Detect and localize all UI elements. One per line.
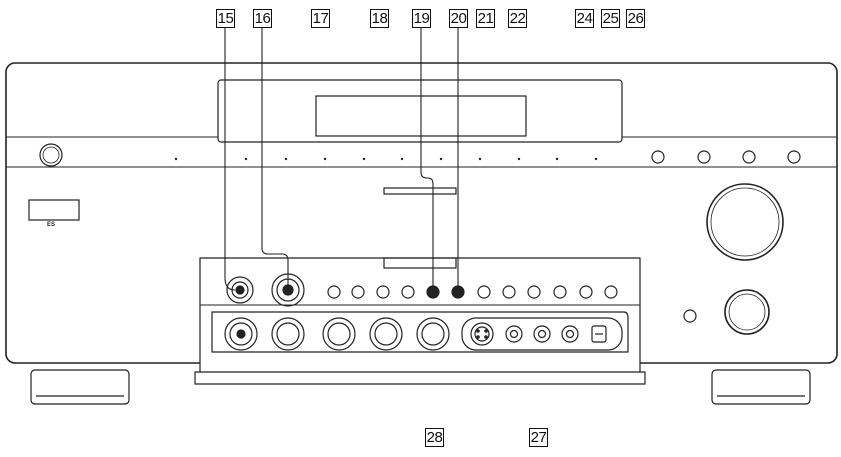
input-button-3[interactable] xyxy=(376,285,390,299)
callout-25: 25 xyxy=(601,9,620,28)
rca-jack-2[interactable] xyxy=(533,325,551,343)
indicator-dots xyxy=(174,157,598,161)
upper-button-4[interactable] xyxy=(787,150,801,164)
input-button-12[interactable] xyxy=(604,285,618,299)
indicator-dot-11 xyxy=(594,157,598,161)
input-button-2[interactable] xyxy=(351,285,365,299)
callout-20: 20 xyxy=(449,9,468,28)
indicator-dot-7 xyxy=(439,157,443,161)
master-volume-knob[interactable] xyxy=(706,183,784,261)
rca-jack-3[interactable] xyxy=(561,325,579,343)
callout-18: 18 xyxy=(370,9,389,28)
input-button-11[interactable] xyxy=(579,285,593,299)
front-jack-c[interactable] xyxy=(322,317,356,351)
upper-button-3[interactable] xyxy=(742,150,756,164)
upper-button-1[interactable] xyxy=(651,150,665,164)
s-video-jack[interactable] xyxy=(470,322,494,346)
front-jack-b[interactable] xyxy=(271,317,305,351)
left-foot xyxy=(30,369,130,405)
upper-button-2[interactable] xyxy=(697,150,711,164)
input-button-10[interactable] xyxy=(553,285,567,299)
callout-24: 24 xyxy=(575,9,594,28)
input-button-7[interactable] xyxy=(477,285,491,299)
input-button-5[interactable] xyxy=(426,285,440,299)
input-button-8[interactable] xyxy=(502,285,516,299)
indicator-dot-3 xyxy=(284,157,288,161)
jack-panel xyxy=(211,311,629,353)
input-button-9[interactable] xyxy=(527,285,541,299)
input-button-4[interactable] xyxy=(401,285,415,299)
right-foot xyxy=(711,369,811,405)
indicator-dot-9 xyxy=(517,157,521,161)
small-knob[interactable] xyxy=(724,289,770,335)
front-door-panel xyxy=(199,257,641,381)
video-input-group xyxy=(461,317,623,351)
input-button-row xyxy=(327,285,618,299)
indicator-dot-5 xyxy=(362,157,366,161)
jack-15[interactable] xyxy=(226,276,254,304)
front-jack-a[interactable] xyxy=(224,317,258,351)
indicator-dot-8 xyxy=(478,157,482,161)
brand-badge-box xyxy=(28,199,80,221)
callout-22: 22 xyxy=(508,9,527,28)
callout-17: 17 xyxy=(311,9,330,28)
callout-27: 27 xyxy=(529,428,548,447)
indicator-dot-1 xyxy=(174,157,178,161)
indicator-dot-6 xyxy=(400,157,404,161)
leader-19 xyxy=(420,28,434,292)
callout-28: 28 xyxy=(425,428,444,447)
optical-jack[interactable] xyxy=(591,325,607,343)
callout-21: 21 xyxy=(476,9,495,28)
display-window xyxy=(217,79,623,143)
callout-19: 19 xyxy=(412,9,431,28)
leader-15 xyxy=(224,28,236,291)
brand-badge-text: ES xyxy=(47,222,56,228)
indicator-dot-10 xyxy=(555,157,559,161)
callout-26: 26 xyxy=(626,9,645,28)
indicator-dot-2 xyxy=(244,157,248,161)
indicator-dot-4 xyxy=(323,157,327,161)
control-slot xyxy=(383,187,457,195)
small-button[interactable] xyxy=(683,309,697,323)
front-jack-e[interactable] xyxy=(416,317,450,351)
input-button-6[interactable] xyxy=(451,285,465,299)
input-button-1[interactable] xyxy=(327,285,341,299)
callout-15: 15 xyxy=(216,9,235,28)
power-button[interactable] xyxy=(39,143,63,167)
leader-16 xyxy=(261,28,289,290)
rca-jack-1[interactable] xyxy=(505,325,523,343)
front-jack-d[interactable] xyxy=(369,317,403,351)
callout-16: 16 xyxy=(253,9,272,28)
